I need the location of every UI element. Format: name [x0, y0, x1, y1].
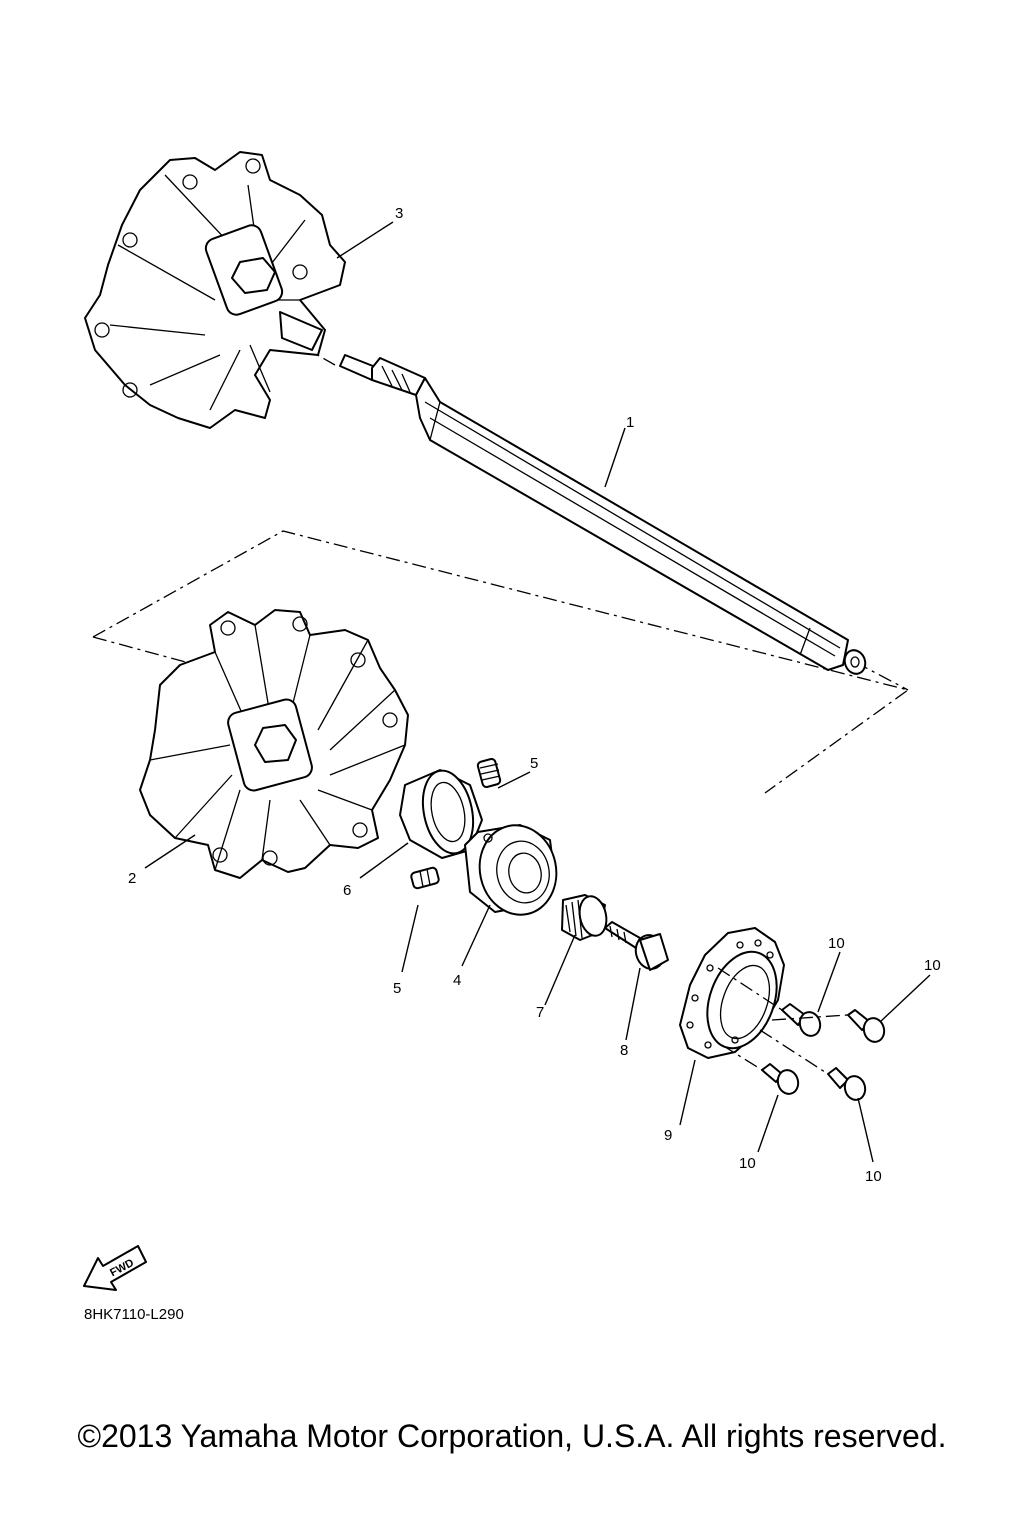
set-screw-upper: [476, 758, 502, 788]
callout-8: 8: [620, 1042, 628, 1059]
set-screw-lower: [410, 866, 440, 890]
callout-1: 1: [626, 414, 634, 431]
fwd-arrow-icon: FWD: [83, 1245, 147, 1291]
callout-7: 7: [536, 1004, 544, 1021]
spacer: [561, 894, 608, 941]
callout-10-d: 10: [865, 1168, 882, 1185]
collar: [399, 769, 483, 859]
callout-10-c: 10: [739, 1155, 756, 1172]
axle-bolt: [604, 921, 669, 971]
callout-10-b: 10: [924, 957, 941, 974]
flange-bolt-c: [761, 1063, 800, 1095]
bearing-flange: [679, 927, 785, 1059]
drive-shaft: [339, 354, 867, 675]
callout-5-upper: 5: [530, 755, 538, 772]
callout-2: 2: [128, 870, 136, 887]
flange-bolt-guides: [717, 967, 849, 1075]
callout-10-a: 10: [828, 935, 845, 952]
callout-4: 4: [453, 972, 461, 989]
flange-bolt-a: [781, 1003, 822, 1037]
callout-9: 9: [664, 1127, 672, 1144]
leader-lines: [144, 221, 931, 1163]
flange-bolt-b: [847, 1009, 886, 1043]
upper-drive-sprocket: [84, 151, 346, 429]
lower-drive-sprocket: [139, 609, 409, 879]
callout-3: 3: [395, 205, 403, 222]
callout-6: 6: [343, 882, 351, 899]
diagram-code: 8HK7110-L290: [84, 1306, 184, 1323]
copyright-notice: ©2013 Yamaha Motor Corporation, U.S.A. A…: [77, 1418, 947, 1454]
callout-5-lower: 5: [393, 980, 401, 997]
bearing: [464, 824, 558, 916]
flange-bolt-d: [827, 1067, 867, 1101]
